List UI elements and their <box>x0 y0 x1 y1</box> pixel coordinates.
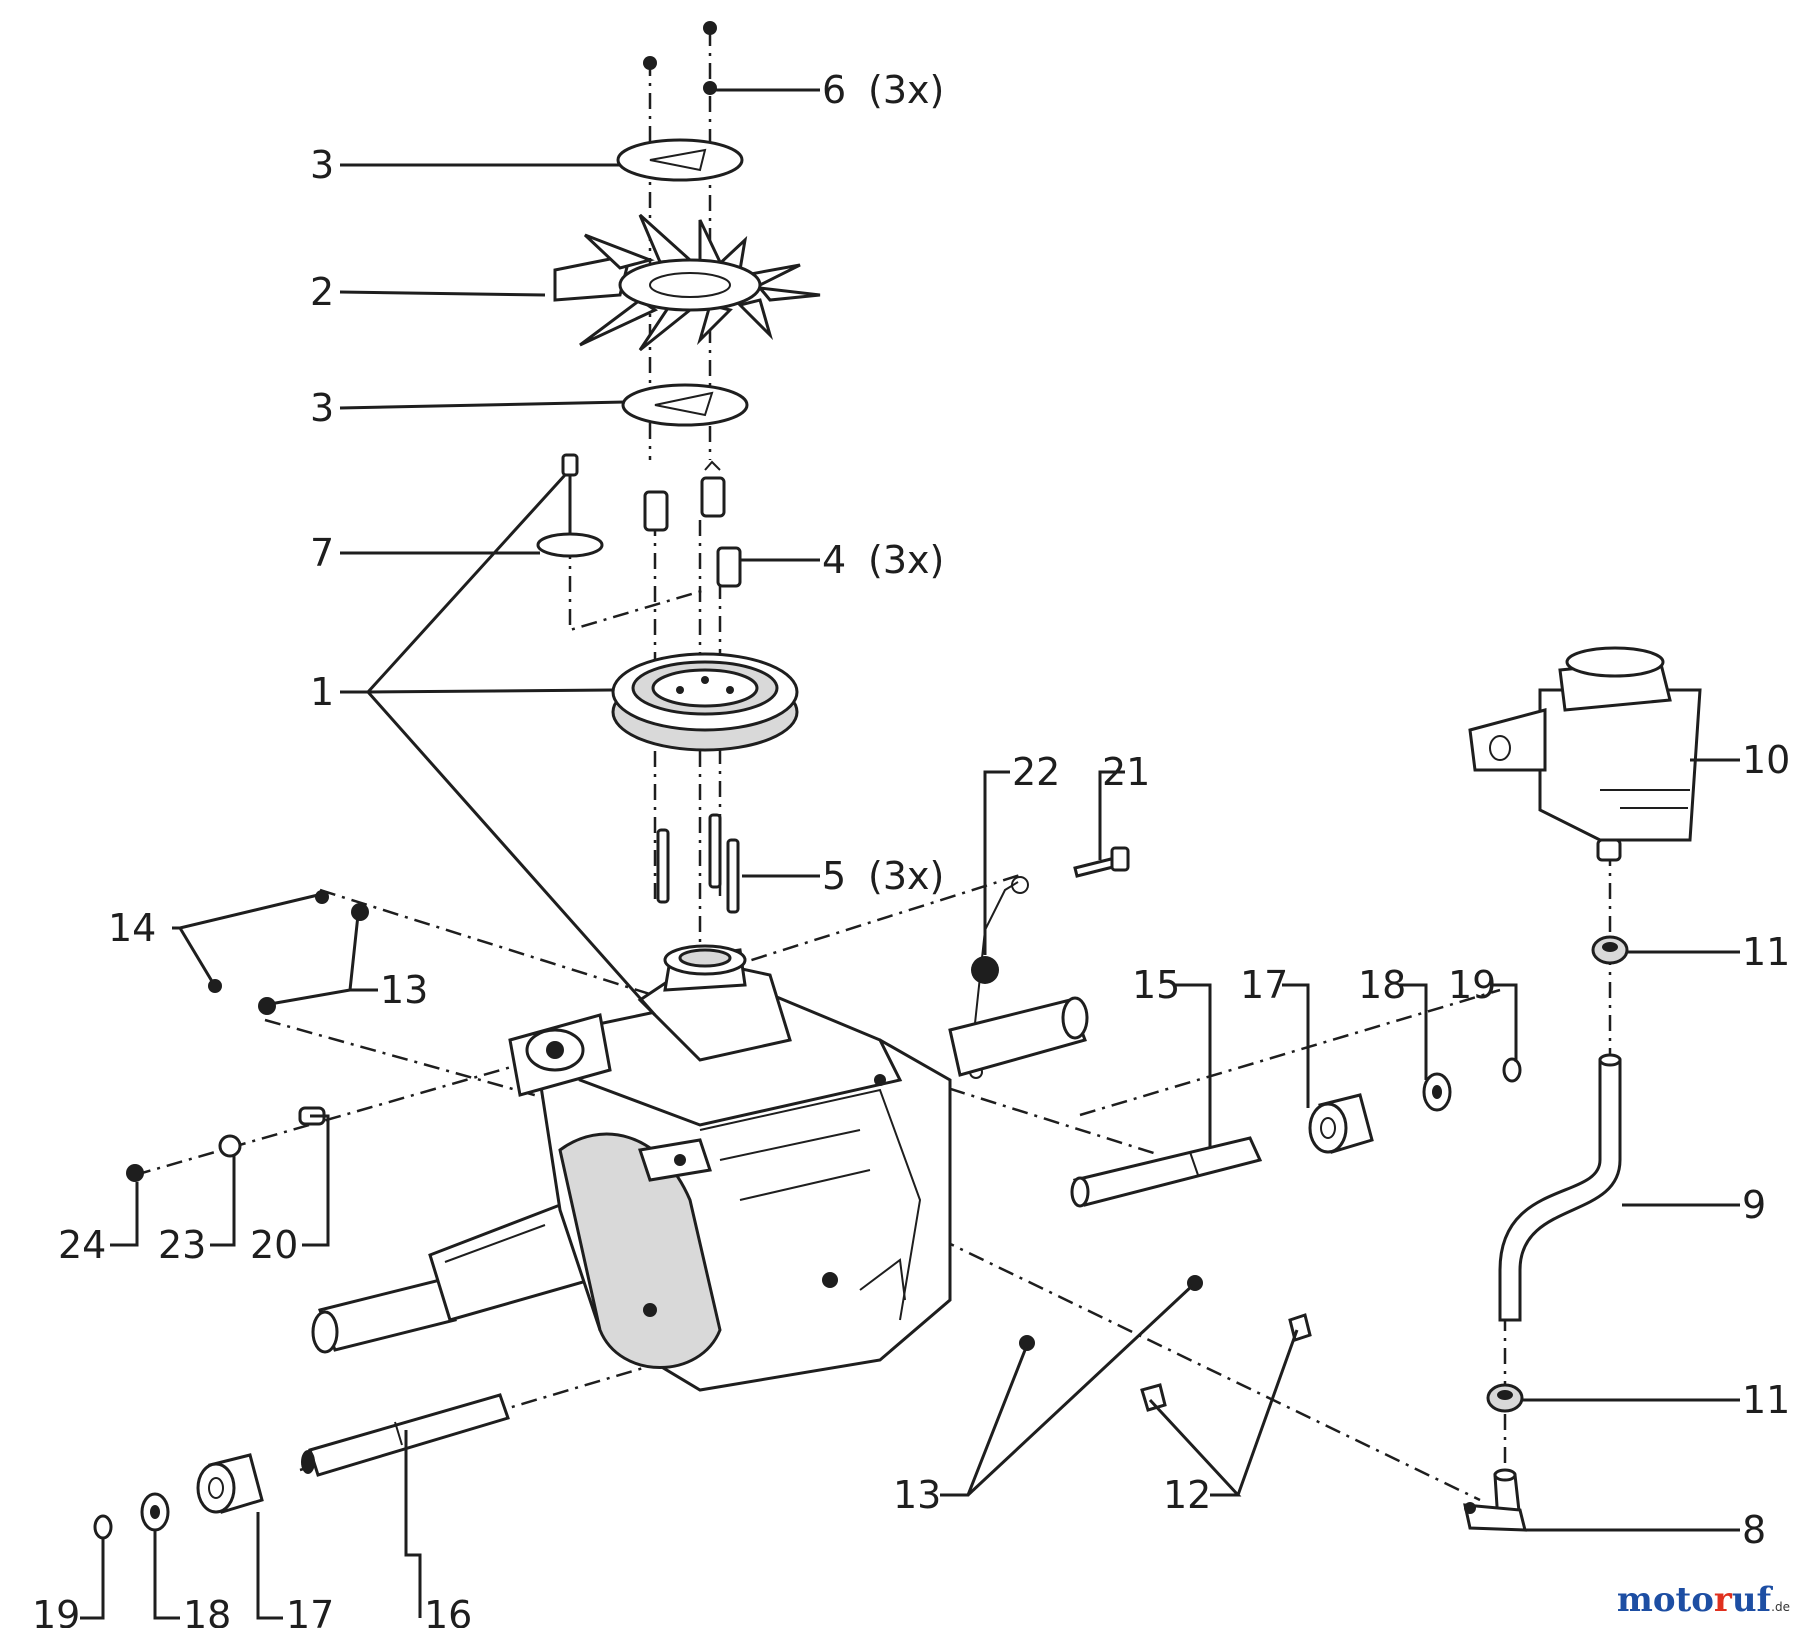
elbow-fitting-8 <box>1463 1468 1527 1532</box>
watermark-logo: motoruf.de <box>1617 1580 1790 1620</box>
bolt-5 <box>656 813 740 914</box>
label-21: 21 <box>1102 750 1150 794</box>
bushing-17-left <box>196 1453 264 1514</box>
pulley-1 <box>611 652 799 752</box>
fan-blade-2 <box>553 213 821 352</box>
label-9: 9 <box>1742 1183 1766 1227</box>
label-6: 6 <box>822 68 846 112</box>
label-18-left: 18 <box>183 1593 231 1628</box>
label-22: 22 <box>1012 750 1060 794</box>
label-24: 24 <box>58 1223 106 1267</box>
label-7: 7 <box>310 531 334 575</box>
spring-pin-22 <box>969 876 1029 1079</box>
watermark-part3: uf <box>1731 1580 1772 1620</box>
screw-and-plate-7 <box>536 453 604 558</box>
label-10: 10 <box>1742 738 1790 782</box>
label-19-right: 19 <box>1448 963 1496 1007</box>
label-17-right: 17 <box>1240 963 1288 1007</box>
label-3-upper: 3 <box>310 143 334 187</box>
washer-18-right <box>1422 1072 1452 1112</box>
label-11-upper: 11 <box>1742 930 1790 974</box>
watermark-tld: .de <box>1771 1600 1790 1614</box>
washer-3-lower <box>621 383 749 427</box>
washer-3-upper <box>616 138 744 182</box>
label-5-qty: (3x) <box>868 854 944 898</box>
hose-clamp-11-lower <box>1486 1383 1524 1413</box>
clip-19-right <box>1502 1057 1522 1083</box>
label-6-qty: (3x) <box>868 68 944 112</box>
watermark-part1: moto <box>1616 1580 1714 1620</box>
label-12: 12 <box>1163 1473 1211 1517</box>
label-11-lower: 11 <box>1742 1378 1790 1422</box>
oil-reservoir-10 <box>1468 646 1702 862</box>
label-18-right: 18 <box>1358 963 1406 1007</box>
label-14: 14 <box>108 906 156 950</box>
label-5: 5 <box>822 854 846 898</box>
hose-9 <box>1498 1053 1622 1322</box>
label-23: 23 <box>158 1223 206 1267</box>
label-4: 4 <box>822 538 846 582</box>
label-13-upper: 13 <box>380 968 428 1012</box>
hose-clamp-11-upper <box>1591 935 1629 965</box>
shaft-15 <box>1070 1136 1263 1208</box>
label-13-lower: 13 <box>893 1473 941 1517</box>
label-17-left: 17 <box>286 1593 334 1628</box>
screw-6-top <box>643 21 717 95</box>
transaxle-housing <box>311 944 1089 1392</box>
label-16: 16 <box>424 1593 472 1628</box>
label-3-lower: 3 <box>310 386 334 430</box>
washer-23 <box>218 1134 242 1158</box>
nuts-13-14-upper <box>208 890 369 1015</box>
nut-24 <box>126 1164 144 1182</box>
label-1: 1 <box>310 670 334 714</box>
shaft-16 <box>301 1393 510 1477</box>
bolt-21 <box>1073 846 1130 878</box>
watermark-part2: r <box>1713 1580 1732 1620</box>
label-8: 8 <box>1742 1508 1766 1552</box>
label-19-left: 19 <box>32 1593 80 1628</box>
nuts-12-13-lower <box>1019 1275 1312 1412</box>
clip-19-left <box>93 1514 113 1540</box>
bushing-17-right <box>1308 1093 1374 1154</box>
label-15: 15 <box>1132 963 1180 1007</box>
label-2: 2 <box>310 270 334 314</box>
spacer-4 <box>643 460 742 588</box>
label-20: 20 <box>250 1223 298 1267</box>
part-labels: 6 (3x) 3 2 3 7 4 (3x) 1 22 21 10 5 (3x) … <box>32 68 1790 1628</box>
washer-18-left <box>140 1492 170 1532</box>
label-4-qty: (3x) <box>868 538 944 582</box>
leader-lines <box>80 88 1740 1620</box>
